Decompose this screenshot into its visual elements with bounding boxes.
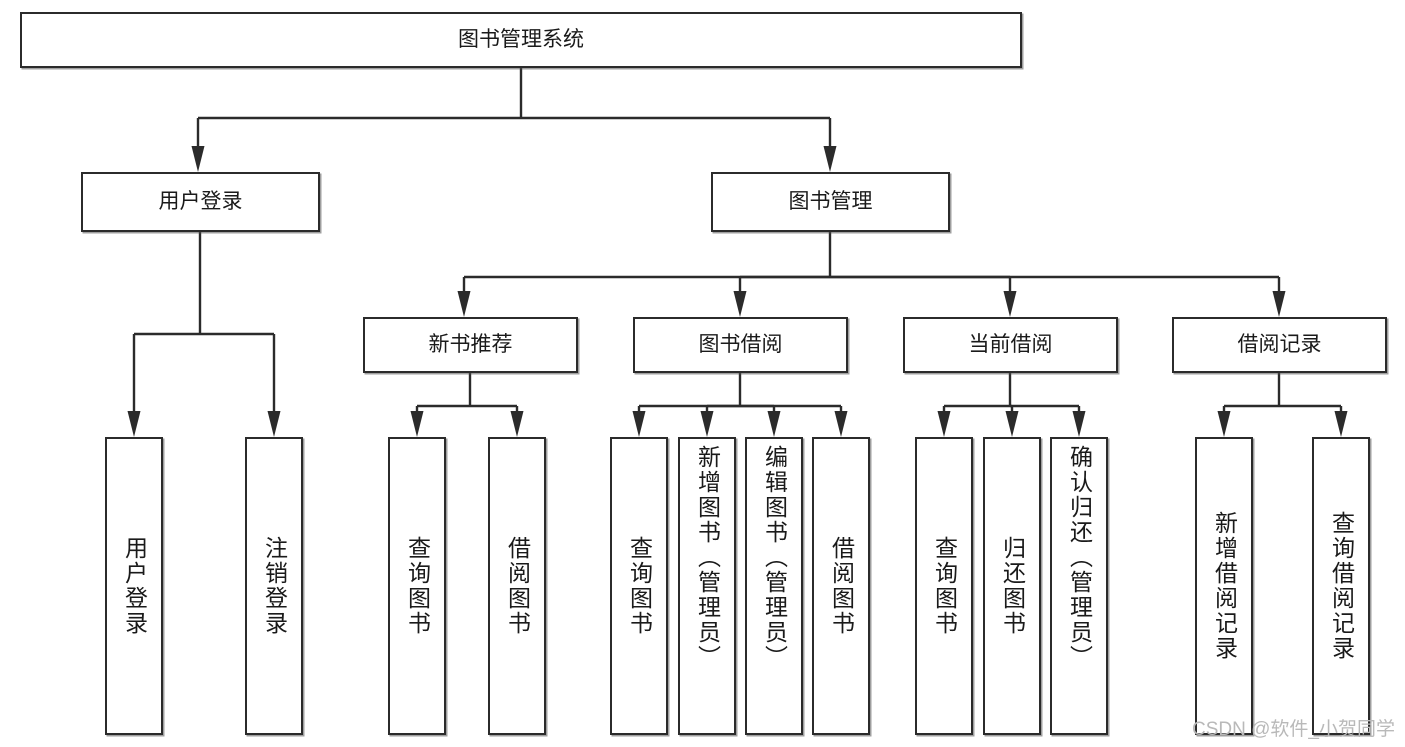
level2-node-2-label: 图书管理 <box>788 189 873 213</box>
leaf-node-13-label: 查询借阅记录 <box>1328 511 1355 661</box>
arrowhead <box>1217 411 1231 437</box>
leaf-node-7[interactable]: 编辑图书（管理员） <box>745 437 803 735</box>
arrowhead <box>1334 411 1348 437</box>
connector-12 <box>700 404 740 437</box>
level3-node-4-label: 借阅记录 <box>1237 332 1322 356</box>
leaf-node-12-label: 新增借阅记录 <box>1211 511 1238 661</box>
leaf-node-8-label: 借阅图书 <box>828 536 855 636</box>
leaf-node-4[interactable]: 借阅图书 <box>488 437 546 735</box>
level3-node-1-label: 新书推荐 <box>428 332 513 356</box>
arrowhead <box>1072 411 1086 437</box>
arrowhead <box>267 411 281 437</box>
leaf-node-11[interactable]: 确认归还（管理员） <box>1050 437 1108 735</box>
connector-14 <box>740 404 848 437</box>
arrowhead <box>823 146 837 172</box>
root-node-book-management-system-label: 图书管理系统 <box>458 27 584 51</box>
arrowhead <box>733 291 747 317</box>
leaf-node-2[interactable]: 注销登录 <box>245 437 303 735</box>
leaf-node-2-label: 注销登录 <box>261 536 288 636</box>
arrowhead <box>1005 411 1019 437</box>
connector-17 <box>1010 404 1086 437</box>
leaf-node-10-label: 归还图书 <box>999 536 1026 636</box>
connector-1 <box>191 68 523 172</box>
connector-11 <box>632 373 742 437</box>
connector-16 <box>1005 404 1019 437</box>
arrowhead <box>937 411 951 437</box>
level3-node-3[interactable]: 当前借阅 <box>903 317 1118 373</box>
arrowhead <box>191 146 205 172</box>
arrowhead <box>1003 291 1017 317</box>
leaf-node-12[interactable]: 新增借阅记录 <box>1195 437 1253 735</box>
arrowhead <box>410 411 424 437</box>
connector-8 <box>830 275 1286 317</box>
leaf-node-5[interactable]: 查询图书 <box>610 437 668 735</box>
arrowhead <box>834 411 848 437</box>
connector-19 <box>1279 404 1348 437</box>
level3-node-4[interactable]: 借阅记录 <box>1172 317 1387 373</box>
level2-node-2[interactable]: 图书管理 <box>711 172 950 232</box>
level2-node-1-label: 用户登录 <box>158 189 243 213</box>
leaf-node-13[interactable]: 查询借阅记录 <box>1312 437 1370 735</box>
root-node-book-management-system[interactable]: 图书管理系统 <box>20 12 1022 68</box>
connector-10 <box>470 404 524 437</box>
leaf-node-7-label: 编辑图书（管理员） <box>761 445 788 670</box>
connector-18 <box>1217 373 1281 437</box>
leaf-node-6-label: 新增图书（管理员） <box>694 445 721 670</box>
level3-node-3-label: 当前借阅 <box>968 332 1053 356</box>
arrowhead <box>457 291 471 317</box>
arrowhead <box>127 411 141 437</box>
leaf-node-9-label: 查询图书 <box>931 536 958 636</box>
leaf-node-10[interactable]: 归还图书 <box>983 437 1041 735</box>
leaf-node-3-label: 查询图书 <box>404 536 431 636</box>
leaf-node-1[interactable]: 用户登录 <box>105 437 163 735</box>
arrowhead <box>700 411 714 437</box>
leaf-node-5-label: 查询图书 <box>626 536 653 636</box>
connector-4 <box>200 332 281 437</box>
level3-node-1[interactable]: 新书推荐 <box>363 317 578 373</box>
connector-5 <box>457 232 832 317</box>
arrowhead <box>767 411 781 437</box>
leaf-node-6[interactable]: 新增图书（管理员） <box>678 437 736 735</box>
csdn-watermark: CSDN @软件_小贺同学 <box>1192 719 1395 740</box>
leaf-node-8[interactable]: 借阅图书 <box>812 437 870 735</box>
leaf-node-3[interactable]: 查询图书 <box>388 437 446 735</box>
connector-13 <box>740 404 781 437</box>
level2-node-1[interactable]: 用户登录 <box>81 172 320 232</box>
connector-2 <box>521 116 837 172</box>
arrowhead <box>510 411 524 437</box>
level3-node-2-label: 图书借阅 <box>698 332 783 356</box>
connector-7 <box>830 275 1017 317</box>
connector-15 <box>937 373 1012 437</box>
connector-6 <box>733 275 830 317</box>
arrowhead <box>632 411 646 437</box>
connector-3 <box>127 232 202 437</box>
leaf-node-1-label: 用户登录 <box>121 536 148 636</box>
leaf-node-11-label: 确认归还（管理员） <box>1066 445 1093 670</box>
arrowhead <box>1272 291 1286 317</box>
connector-9 <box>410 373 472 437</box>
level3-node-2[interactable]: 图书借阅 <box>633 317 848 373</box>
leaf-node-9[interactable]: 查询图书 <box>915 437 973 735</box>
leaf-node-4-label: 借阅图书 <box>504 536 531 636</box>
